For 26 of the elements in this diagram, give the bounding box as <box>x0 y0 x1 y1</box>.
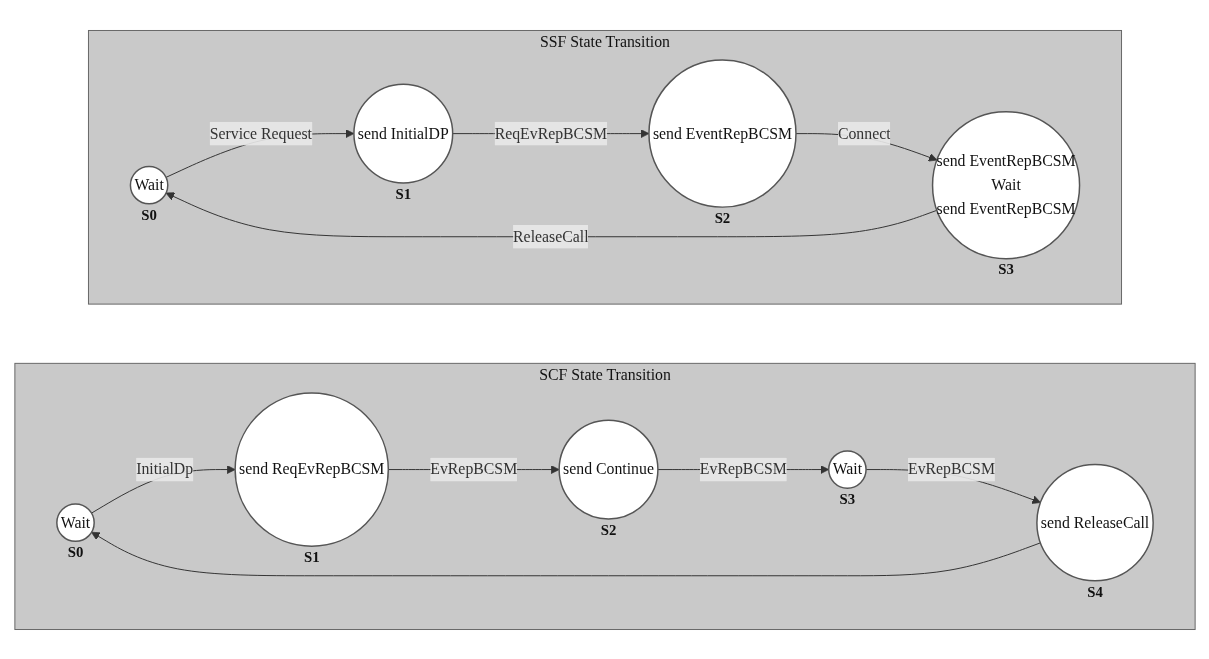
node-circle: Wait <box>827 449 867 489</box>
state-label: S3 <box>839 490 855 507</box>
node-circle: send Continue <box>557 418 659 520</box>
state-label: S3 <box>997 261 1014 277</box>
node-circle: Wait <box>129 165 168 205</box>
state-label: S0 <box>67 543 83 560</box>
state-label: S1 <box>303 548 320 565</box>
state-label: S0 <box>140 206 157 223</box>
node-circle: send InitialDP <box>352 83 453 184</box>
edge-label: EvRepBCSM <box>429 460 517 477</box>
edge-label: Service Request <box>209 124 312 142</box>
node-circle: send EventRepBCSM <box>647 58 797 208</box>
edge-label: EvRepBCSM <box>699 460 787 477</box>
edge-label: Connect <box>837 124 891 142</box>
node-circle: Wait <box>55 502 95 542</box>
edge-label: EvRepBCSM <box>907 460 995 477</box>
edge-label: ReleaseCall <box>512 227 589 245</box>
edge-label: InitialDp <box>135 460 193 477</box>
state-label: S4 <box>1086 583 1103 600</box>
state-label: S2 <box>600 521 616 538</box>
state-label: S1 <box>394 185 411 202</box>
state-label: S2 <box>714 209 730 226</box>
node-circle: send ReqEvRepBCSM <box>233 391 389 547</box>
node-circle: send EventRepBCSM Wait send EventRepBCSM <box>931 110 1080 259</box>
node-circle: send ReleaseCall <box>1035 463 1154 582</box>
edge-label: ReqEvRepBCSM <box>494 124 607 142</box>
